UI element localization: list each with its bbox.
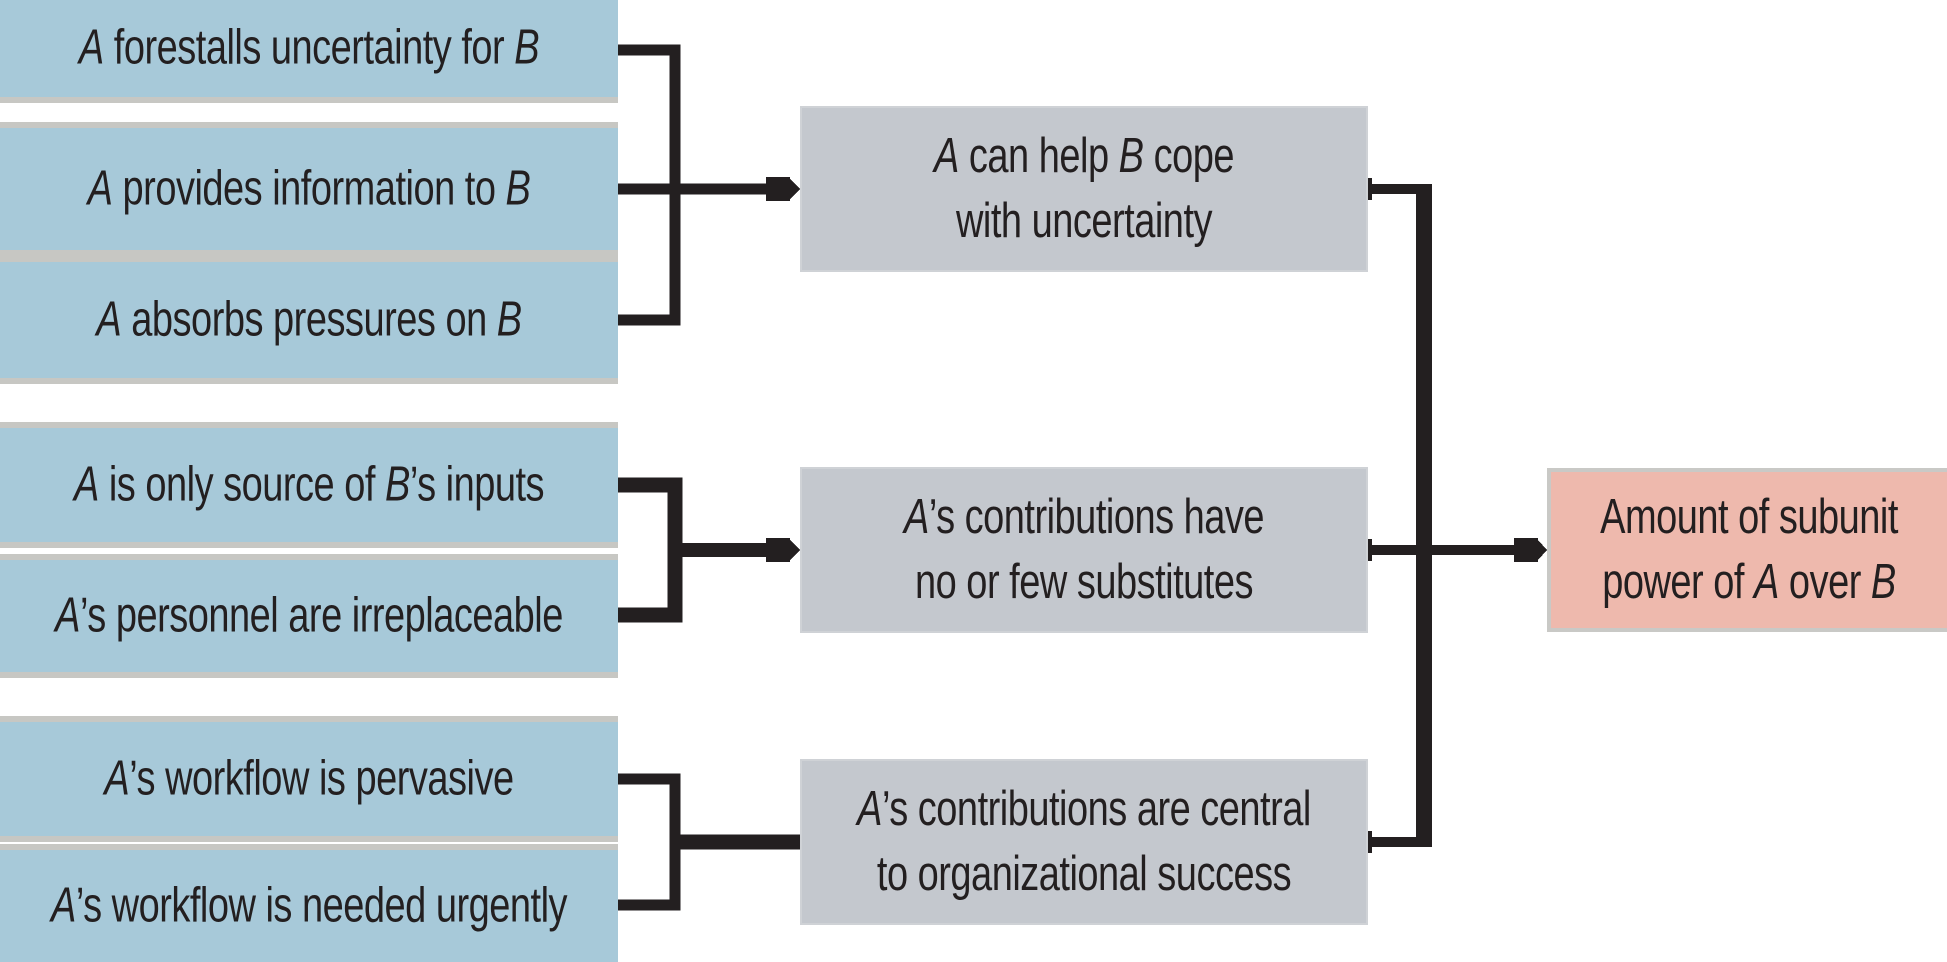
condition-label: A provides information to B: [87, 161, 531, 217]
intermediate-label: A’s contributions have no or few substit…: [903, 489, 1265, 610]
intermediate-box-cope-with-uncertainty: A can help B cope with uncertainty: [800, 106, 1368, 272]
arrow-head: [766, 538, 790, 562]
condition-label: A’s workflow is needed urgently: [50, 878, 568, 934]
condition-label: A is only source of B’s inputs: [73, 457, 545, 513]
intermediate-box-few-substitutes: A’s contributions have no or few substit…: [800, 467, 1368, 633]
outcome-box-subunit-power: Amount of subunit power of A over B: [1547, 468, 1947, 632]
intermediate-label: A’s contributions are central to organiz…: [857, 781, 1311, 902]
intermediate-label: A can help B cope with uncertainty: [934, 128, 1234, 249]
condition-label: A absorbs pressures on B: [96, 292, 522, 348]
condition-box-workflow-needed-urgently: A’s workflow is needed urgently: [0, 844, 618, 962]
condition-box-forestalls-uncertainty: A forestalls uncertainty for B: [0, 0, 618, 103]
arrow-head: [766, 177, 790, 201]
condition-box-absorbs-pressures: A absorbs pressures on B: [0, 256, 618, 384]
condition-box-provides-information: A provides information to B: [0, 122, 618, 256]
brace-centrality: [618, 773, 681, 911]
condition-label: A’s workflow is pervasive: [104, 751, 514, 807]
intermediate-box-central-contributions: A’s contributions are central to organiz…: [800, 759, 1368, 925]
arrow-tip: [790, 179, 800, 199]
arrow-head: [1514, 538, 1538, 562]
condition-box-personnel-irreplaceable: A’s personnel are irreplaceable: [0, 554, 618, 678]
arrow-tip: [790, 540, 800, 560]
condition-label: A’s personnel are irreplaceable: [55, 588, 563, 644]
arrow-tip: [1538, 540, 1547, 560]
condition-box-only-source-of-inputs: A is only source of B’s inputs: [0, 422, 618, 548]
condition-box-workflow-pervasive: A’s workflow is pervasive: [0, 716, 618, 842]
outcome-label: Amount of subunit power of A over B: [1600, 489, 1898, 610]
condition-label: A forestalls uncertainty for B: [78, 21, 540, 76]
brace-substitutability: [618, 477, 683, 623]
